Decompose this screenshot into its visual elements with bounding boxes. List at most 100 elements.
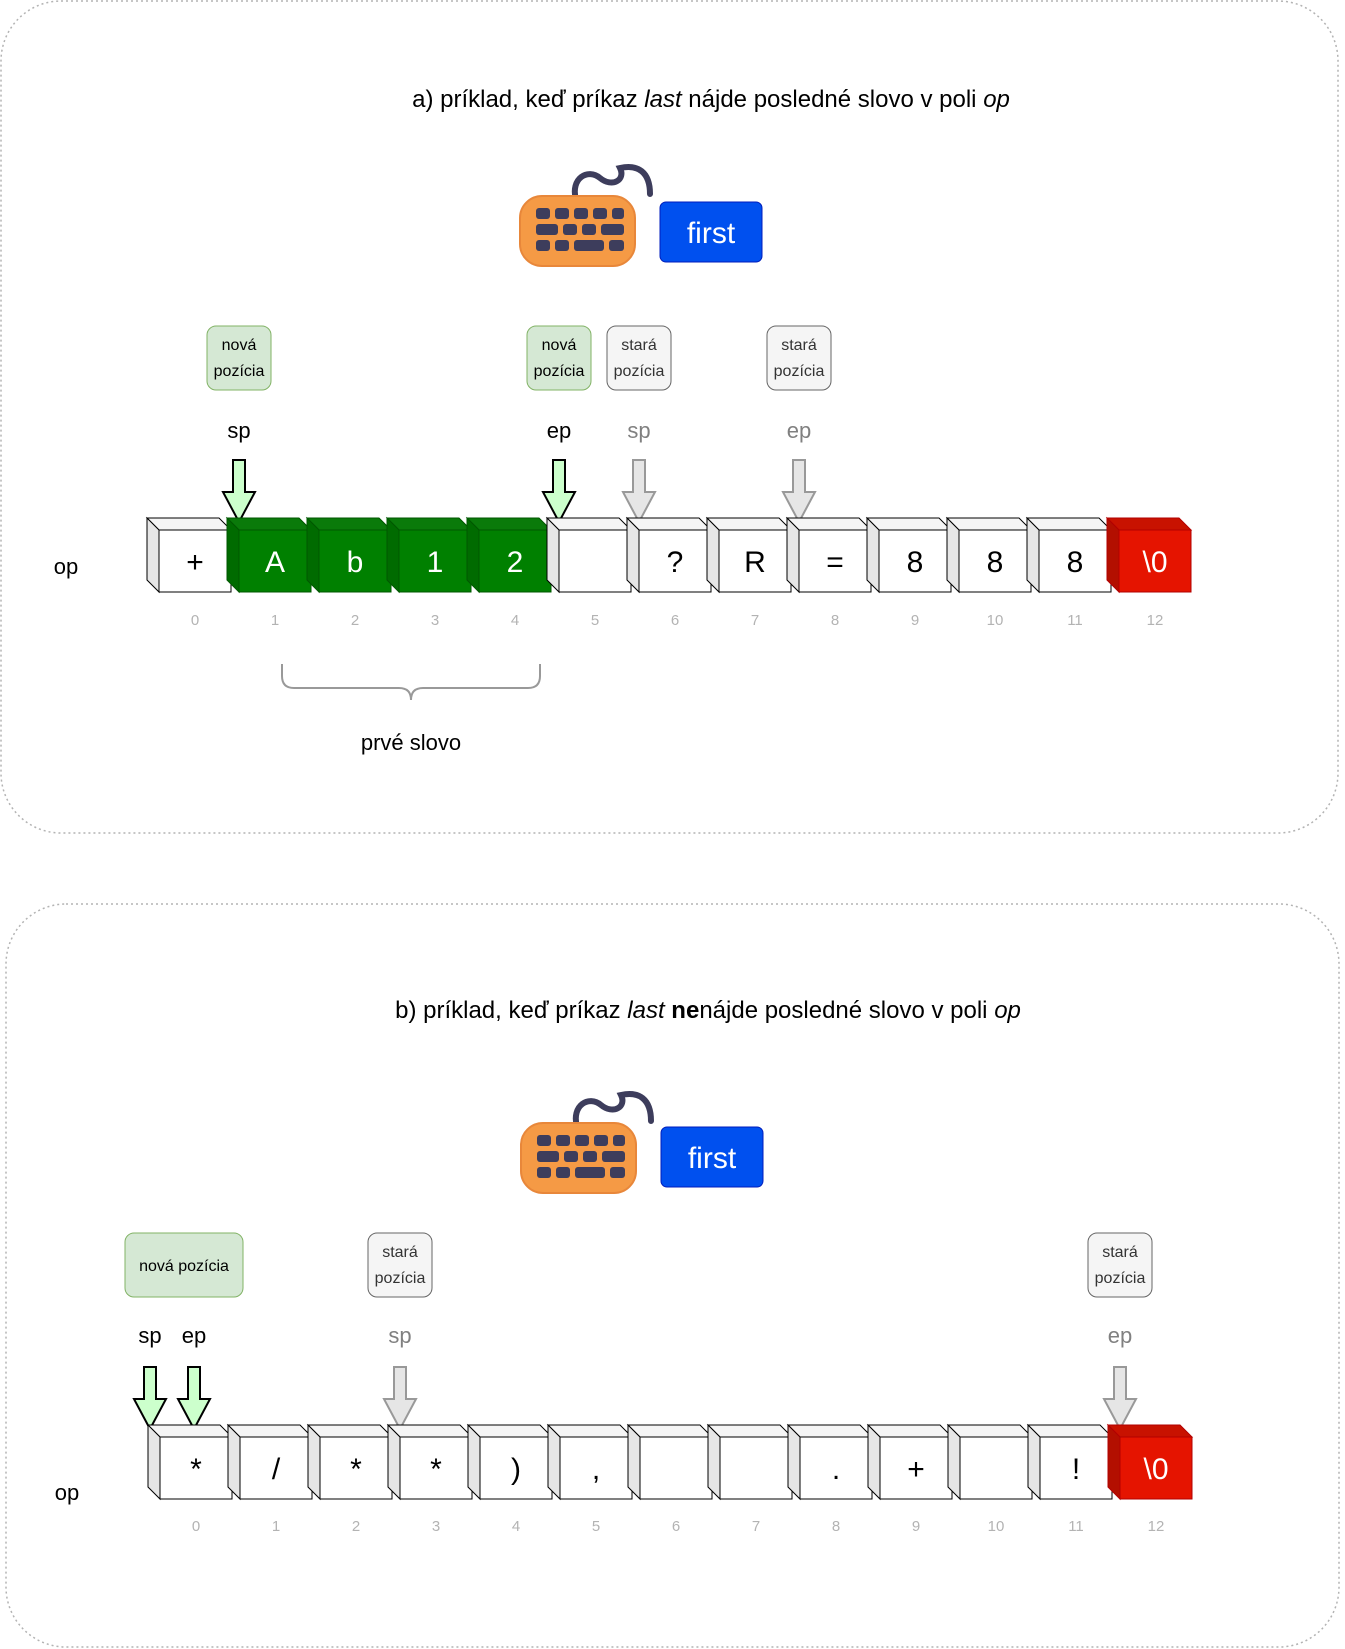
note-text: stará <box>781 337 817 354</box>
array-cell: . <box>786 1423 874 1501</box>
cell-index: 11 <box>1067 612 1083 629</box>
pointer-label: sp <box>227 418 250 443</box>
cell-index: 0 <box>191 612 199 629</box>
cell-value: + <box>907 1453 925 1486</box>
first-button-label: first <box>687 217 736 250</box>
cell-index: 6 <box>672 1518 680 1535</box>
array-cell: ) <box>466 1423 554 1501</box>
cell-index: 11 <box>1068 1518 1084 1535</box>
old-position-note: stará pozícia <box>1087 1232 1153 1298</box>
array-cell: ? <box>625 516 713 594</box>
sp-pointer: sp <box>382 1323 418 1432</box>
pointer-label: sp <box>388 1323 411 1348</box>
panel-b-title: b) príklad, keď príkaz last nenájde posl… <box>395 997 1021 1024</box>
cell-value: * <box>190 1453 202 1486</box>
cell-index: 10 <box>987 612 1004 629</box>
cell-index: 9 <box>911 612 919 629</box>
first-word-brace <box>281 664 541 701</box>
note-text: nová <box>542 337 577 354</box>
cell-index: 4 <box>511 612 519 629</box>
note-text: nová <box>222 337 257 354</box>
cell-index: 10 <box>988 1518 1005 1535</box>
panel-a: a) príklad, keď príkaz last nájde posled… <box>0 0 1339 834</box>
cell-value: 2 <box>507 546 524 579</box>
cell-index: 5 <box>592 1518 600 1535</box>
cell-index: 4 <box>512 1518 520 1535</box>
pointer-label: sp <box>138 1323 161 1348</box>
array-cell <box>706 1423 794 1501</box>
note-text: stará <box>1102 1244 1138 1261</box>
cell-value: * <box>430 1453 442 1486</box>
cell-value: ? <box>667 546 684 579</box>
array-label: op <box>55 1480 79 1505</box>
cell-value: ! <box>1072 1453 1080 1486</box>
cell-value: \0 <box>1142 546 1167 579</box>
brace-label: prvé slovo <box>361 730 461 755</box>
array-cell: \0 <box>1106 1423 1194 1501</box>
cell-index: 8 <box>831 612 839 629</box>
cell-value: , <box>592 1453 600 1486</box>
cell-value: ) <box>511 1453 521 1486</box>
cell-index: 3 <box>432 1518 440 1535</box>
array-cell: + <box>145 516 233 594</box>
array-cell: b <box>305 516 393 594</box>
ep-pointer: ep <box>541 418 577 525</box>
pointer-label: ep <box>182 1323 206 1348</box>
cell-index: 5 <box>591 612 599 629</box>
cell-value: R <box>744 546 766 579</box>
note-text: pozícia <box>774 363 825 380</box>
cell-value: \0 <box>1143 1453 1168 1486</box>
array-cell: 8 <box>945 516 1033 594</box>
array-cells: * / * *),. +! \0 <box>146 1423 1194 1501</box>
array-cell <box>626 1423 714 1501</box>
array-cell <box>545 516 633 594</box>
array-cell: 1 <box>385 516 473 594</box>
array-cell: / <box>226 1423 314 1501</box>
array-cell <box>946 1423 1034 1501</box>
sp-pointer: sp <box>621 418 657 525</box>
cell-index: 2 <box>352 1518 360 1535</box>
first-button[interactable] <box>660 1126 764 1188</box>
cell-index: 0 <box>192 1518 200 1535</box>
array-cell: * <box>386 1423 474 1501</box>
pointer-label: sp <box>627 418 650 443</box>
note-text: nová pozícia <box>139 1258 229 1275</box>
note-text: pozícia <box>614 363 665 380</box>
array-cell: = <box>785 516 873 594</box>
cell-index: 12 <box>1148 1518 1165 1535</box>
panel-b-frame <box>5 903 1340 1648</box>
keyboard-icon <box>520 1091 654 1194</box>
array-cell: , <box>546 1423 634 1501</box>
first-button[interactable] <box>659 201 763 263</box>
cell-value: 8 <box>907 546 924 579</box>
cell-value: b <box>347 546 364 579</box>
pointer-arrows: sp ep sp ep <box>221 418 817 525</box>
cell-value: * <box>350 1453 362 1486</box>
note-text: stará <box>621 337 657 354</box>
cell-index: 7 <box>751 612 759 629</box>
array-cell: 8 <box>865 516 953 594</box>
pointer-label: ep <box>787 418 811 443</box>
array-cell: ! <box>1026 1423 1114 1501</box>
old-position-note: stará pozícia <box>766 325 832 391</box>
cell-index: 1 <box>271 612 279 629</box>
ep-pointer: ep <box>1102 1323 1138 1432</box>
cell-value: = <box>826 546 844 579</box>
first-button-label: first <box>688 1142 737 1175</box>
cell-index: 1 <box>272 1518 280 1535</box>
new-position-note: nová pozícia <box>124 1232 244 1298</box>
note-text: pozícia <box>1095 1270 1146 1287</box>
cell-value: / <box>272 1453 281 1486</box>
panel-a-title: a) príklad, keď príkaz last nájde posled… <box>412 86 1010 113</box>
cell-value: A <box>265 546 285 579</box>
array-cell: A <box>225 516 313 594</box>
array-cell: * <box>146 1423 234 1501</box>
